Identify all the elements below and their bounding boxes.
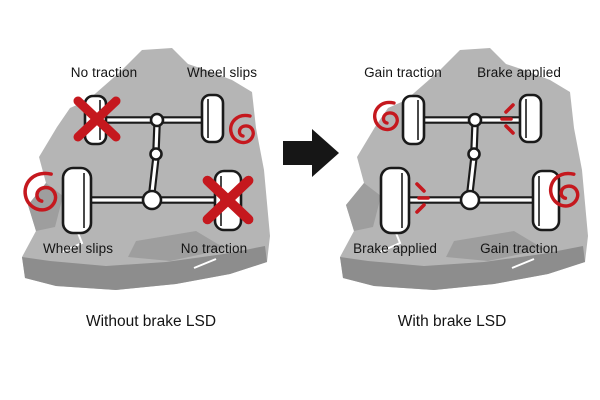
label-right-top-left: Gain traction (364, 65, 442, 80)
label-right-top-right: Brake applied (477, 65, 561, 80)
label-right-bottom-right: Gain traction (480, 241, 558, 256)
caption-without-brake-lsd: Without brake LSD (85, 313, 217, 330)
label-left-bottom-right: No traction (180, 241, 248, 256)
caption-with-brake-lsd: With brake LSD (397, 313, 507, 330)
label-left-top-left: No traction (70, 65, 138, 80)
label-left-top-right: Wheel slips (186, 65, 258, 80)
right-arrow-icon (283, 129, 339, 177)
label-right-bottom-left: Brake applied (353, 241, 437, 256)
label-left-bottom-left: Wheel slips (42, 241, 114, 256)
